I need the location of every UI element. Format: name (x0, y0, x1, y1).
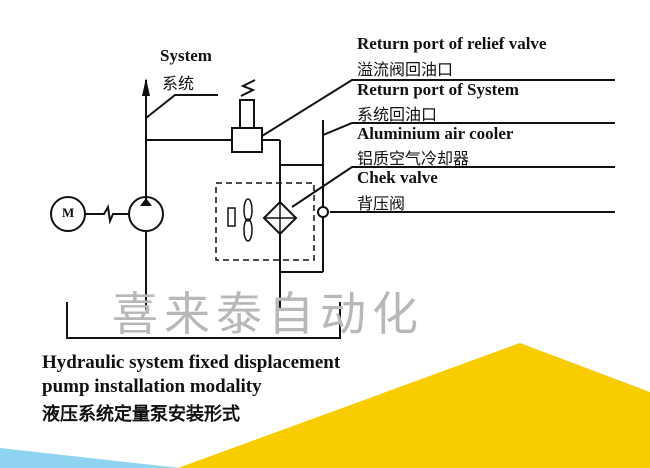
air-cooler-label-cn: 铝质空气冷却器 (357, 151, 470, 168)
watermark: 喜来泰自动化 (112, 287, 424, 341)
system-return-label-en: Return port of System (357, 80, 519, 99)
air-cooler-label-en: Aluminium air cooler (357, 124, 514, 143)
flow-arrow-icon (142, 78, 150, 96)
check-valve-label-cn: 背压阀 (357, 196, 406, 213)
system-label-en: System (160, 46, 212, 65)
check-valve-label-en: Chek valve (357, 168, 438, 187)
yellow-decoration (178, 343, 650, 468)
blue-decoration (0, 448, 180, 468)
pump (128, 196, 164, 232)
fan-icon (243, 198, 253, 222)
system-return-label-cn: 系统回油口 (357, 107, 438, 124)
spring-icon (240, 79, 256, 97)
caption-line-2: pump installation modality (42, 376, 262, 397)
tank (66, 302, 341, 339)
relief-return-label-cn: 溢流阀回油口 (357, 62, 454, 79)
system-label-cn: 系统 (162, 76, 195, 93)
pump-direction-icon (140, 198, 152, 206)
caption-line-1: Hydraulic system fixed displacement (42, 352, 341, 373)
relief-valve (231, 127, 263, 153)
caption-line-3: 液压系统定量泵安装形式 (42, 404, 240, 424)
motor-symbol: M (62, 205, 75, 220)
check-valve-icon (317, 206, 329, 218)
air-cooler-box (215, 182, 315, 261)
relief-return-label-en: Return port of relief valve (357, 34, 547, 53)
fan-motor (227, 207, 236, 227)
